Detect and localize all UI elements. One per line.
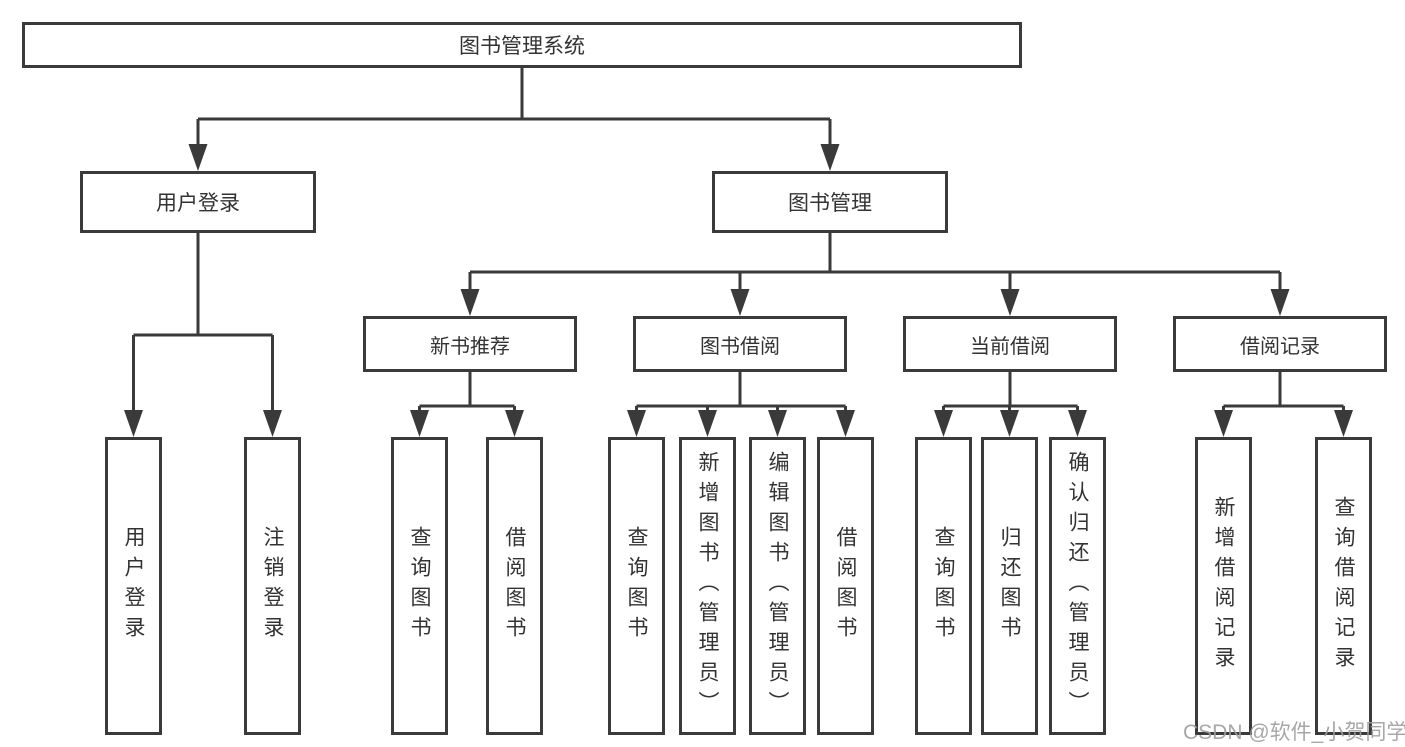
node-current-borrowing: 当前借阅 bbox=[903, 316, 1117, 372]
leaf-return-books: 归还图书 bbox=[981, 437, 1038, 735]
node-book-borrowing: 图书借阅 bbox=[633, 316, 847, 372]
arrow-down-icon bbox=[820, 144, 840, 171]
connector-root-to-level2 bbox=[196, 68, 832, 150]
arrowhead-icons bbox=[124, 144, 1353, 437]
node-label: 新书推荐 bbox=[430, 335, 510, 358]
arrow-down-icon bbox=[188, 144, 208, 171]
node-label: 当前借阅 bbox=[970, 335, 1050, 358]
node-label: 图书借阅 bbox=[700, 335, 780, 358]
arrow-down-icon bbox=[124, 410, 143, 437]
leaf-add-borrow-record: 新增借阅记录 bbox=[1195, 437, 1252, 735]
arrow-down-icon bbox=[263, 410, 282, 437]
leaf-edit-books-admin: 编辑图书（管理员） bbox=[749, 437, 806, 735]
arrow-down-icon bbox=[934, 410, 953, 437]
leaf-query-borrow-record: 查询借阅记录 bbox=[1315, 437, 1372, 735]
leaf-query-books-borrow: 查询图书 bbox=[608, 437, 665, 735]
arrow-down-icon bbox=[1334, 410, 1353, 437]
leaf-user-login: 用户登录 bbox=[105, 437, 162, 735]
leaf-borrow-books-borrow: 借阅图书 bbox=[817, 437, 874, 735]
node-label: 归还图书 bbox=[998, 526, 1021, 646]
node-label: 用户登录 bbox=[156, 192, 240, 215]
leaf-add-books-admin: 新增图书（管理员） bbox=[679, 437, 736, 735]
node-label: 确认归还（管理员） bbox=[1066, 451, 1089, 721]
arrow-down-icon bbox=[698, 410, 717, 437]
node-borrowing-records: 借阅记录 bbox=[1173, 316, 1387, 372]
arrow-down-icon bbox=[1214, 410, 1233, 437]
node-label: 借阅图书 bbox=[503, 526, 526, 646]
node-library-management-system: 图书管理系统 bbox=[22, 22, 1022, 68]
connector-borrowing-to-leaves bbox=[635, 372, 847, 416]
arrow-down-icon bbox=[730, 289, 750, 316]
arrow-down-icon bbox=[505, 410, 524, 437]
connector-recommendation-to-leaves bbox=[418, 372, 516, 416]
node-label: 借阅记录 bbox=[1240, 335, 1320, 358]
connector-current-to-leaves bbox=[942, 372, 1079, 416]
node-label: 用户登录 bbox=[122, 526, 145, 646]
connector-records-to-leaves bbox=[1222, 372, 1345, 416]
connector-book-management-to-level3 bbox=[468, 233, 1282, 295]
node-label: 查询图书 bbox=[408, 526, 431, 646]
node-label: 查询图书 bbox=[625, 526, 648, 646]
arrow-down-icon bbox=[1068, 410, 1087, 437]
watermark-csdn: CSDN @软件_小贺同学 bbox=[1183, 721, 1405, 744]
arrow-down-icon bbox=[1000, 289, 1020, 316]
node-label: 新增图书（管理员） bbox=[696, 451, 719, 721]
node-user-login: 用户登录 bbox=[80, 171, 316, 233]
connector-user-login-to-leaves bbox=[132, 233, 274, 416]
node-new-book-recommendation: 新书推荐 bbox=[363, 316, 577, 372]
arrow-down-icon bbox=[410, 410, 429, 437]
arrow-down-icon bbox=[836, 410, 855, 437]
node-label: 查询图书 bbox=[932, 526, 955, 646]
leaf-borrow-books-recommend: 借阅图书 bbox=[486, 437, 543, 735]
arrow-down-icon bbox=[627, 410, 646, 437]
arrow-down-icon bbox=[1000, 410, 1019, 437]
node-label: 编辑图书（管理员） bbox=[766, 451, 789, 721]
node-label: 图书管理 bbox=[788, 192, 872, 215]
node-label: 借阅图书 bbox=[834, 526, 857, 646]
leaf-logout: 注销登录 bbox=[244, 437, 301, 735]
leaf-query-books-recommend: 查询图书 bbox=[391, 437, 448, 735]
leaf-query-books-current: 查询图书 bbox=[915, 437, 972, 735]
arrow-down-icon bbox=[768, 410, 787, 437]
arrow-down-icon bbox=[460, 289, 480, 316]
node-label: 新增借阅记录 bbox=[1212, 496, 1235, 676]
arrow-down-icon bbox=[1270, 289, 1290, 316]
node-label: 查询借阅记录 bbox=[1332, 496, 1355, 676]
node-book-management: 图书管理 bbox=[712, 171, 948, 233]
node-label: 图书管理系统 bbox=[459, 35, 585, 58]
leaf-confirm-return-admin: 确认归还（管理员） bbox=[1049, 437, 1106, 735]
node-label: 注销登录 bbox=[261, 526, 284, 646]
